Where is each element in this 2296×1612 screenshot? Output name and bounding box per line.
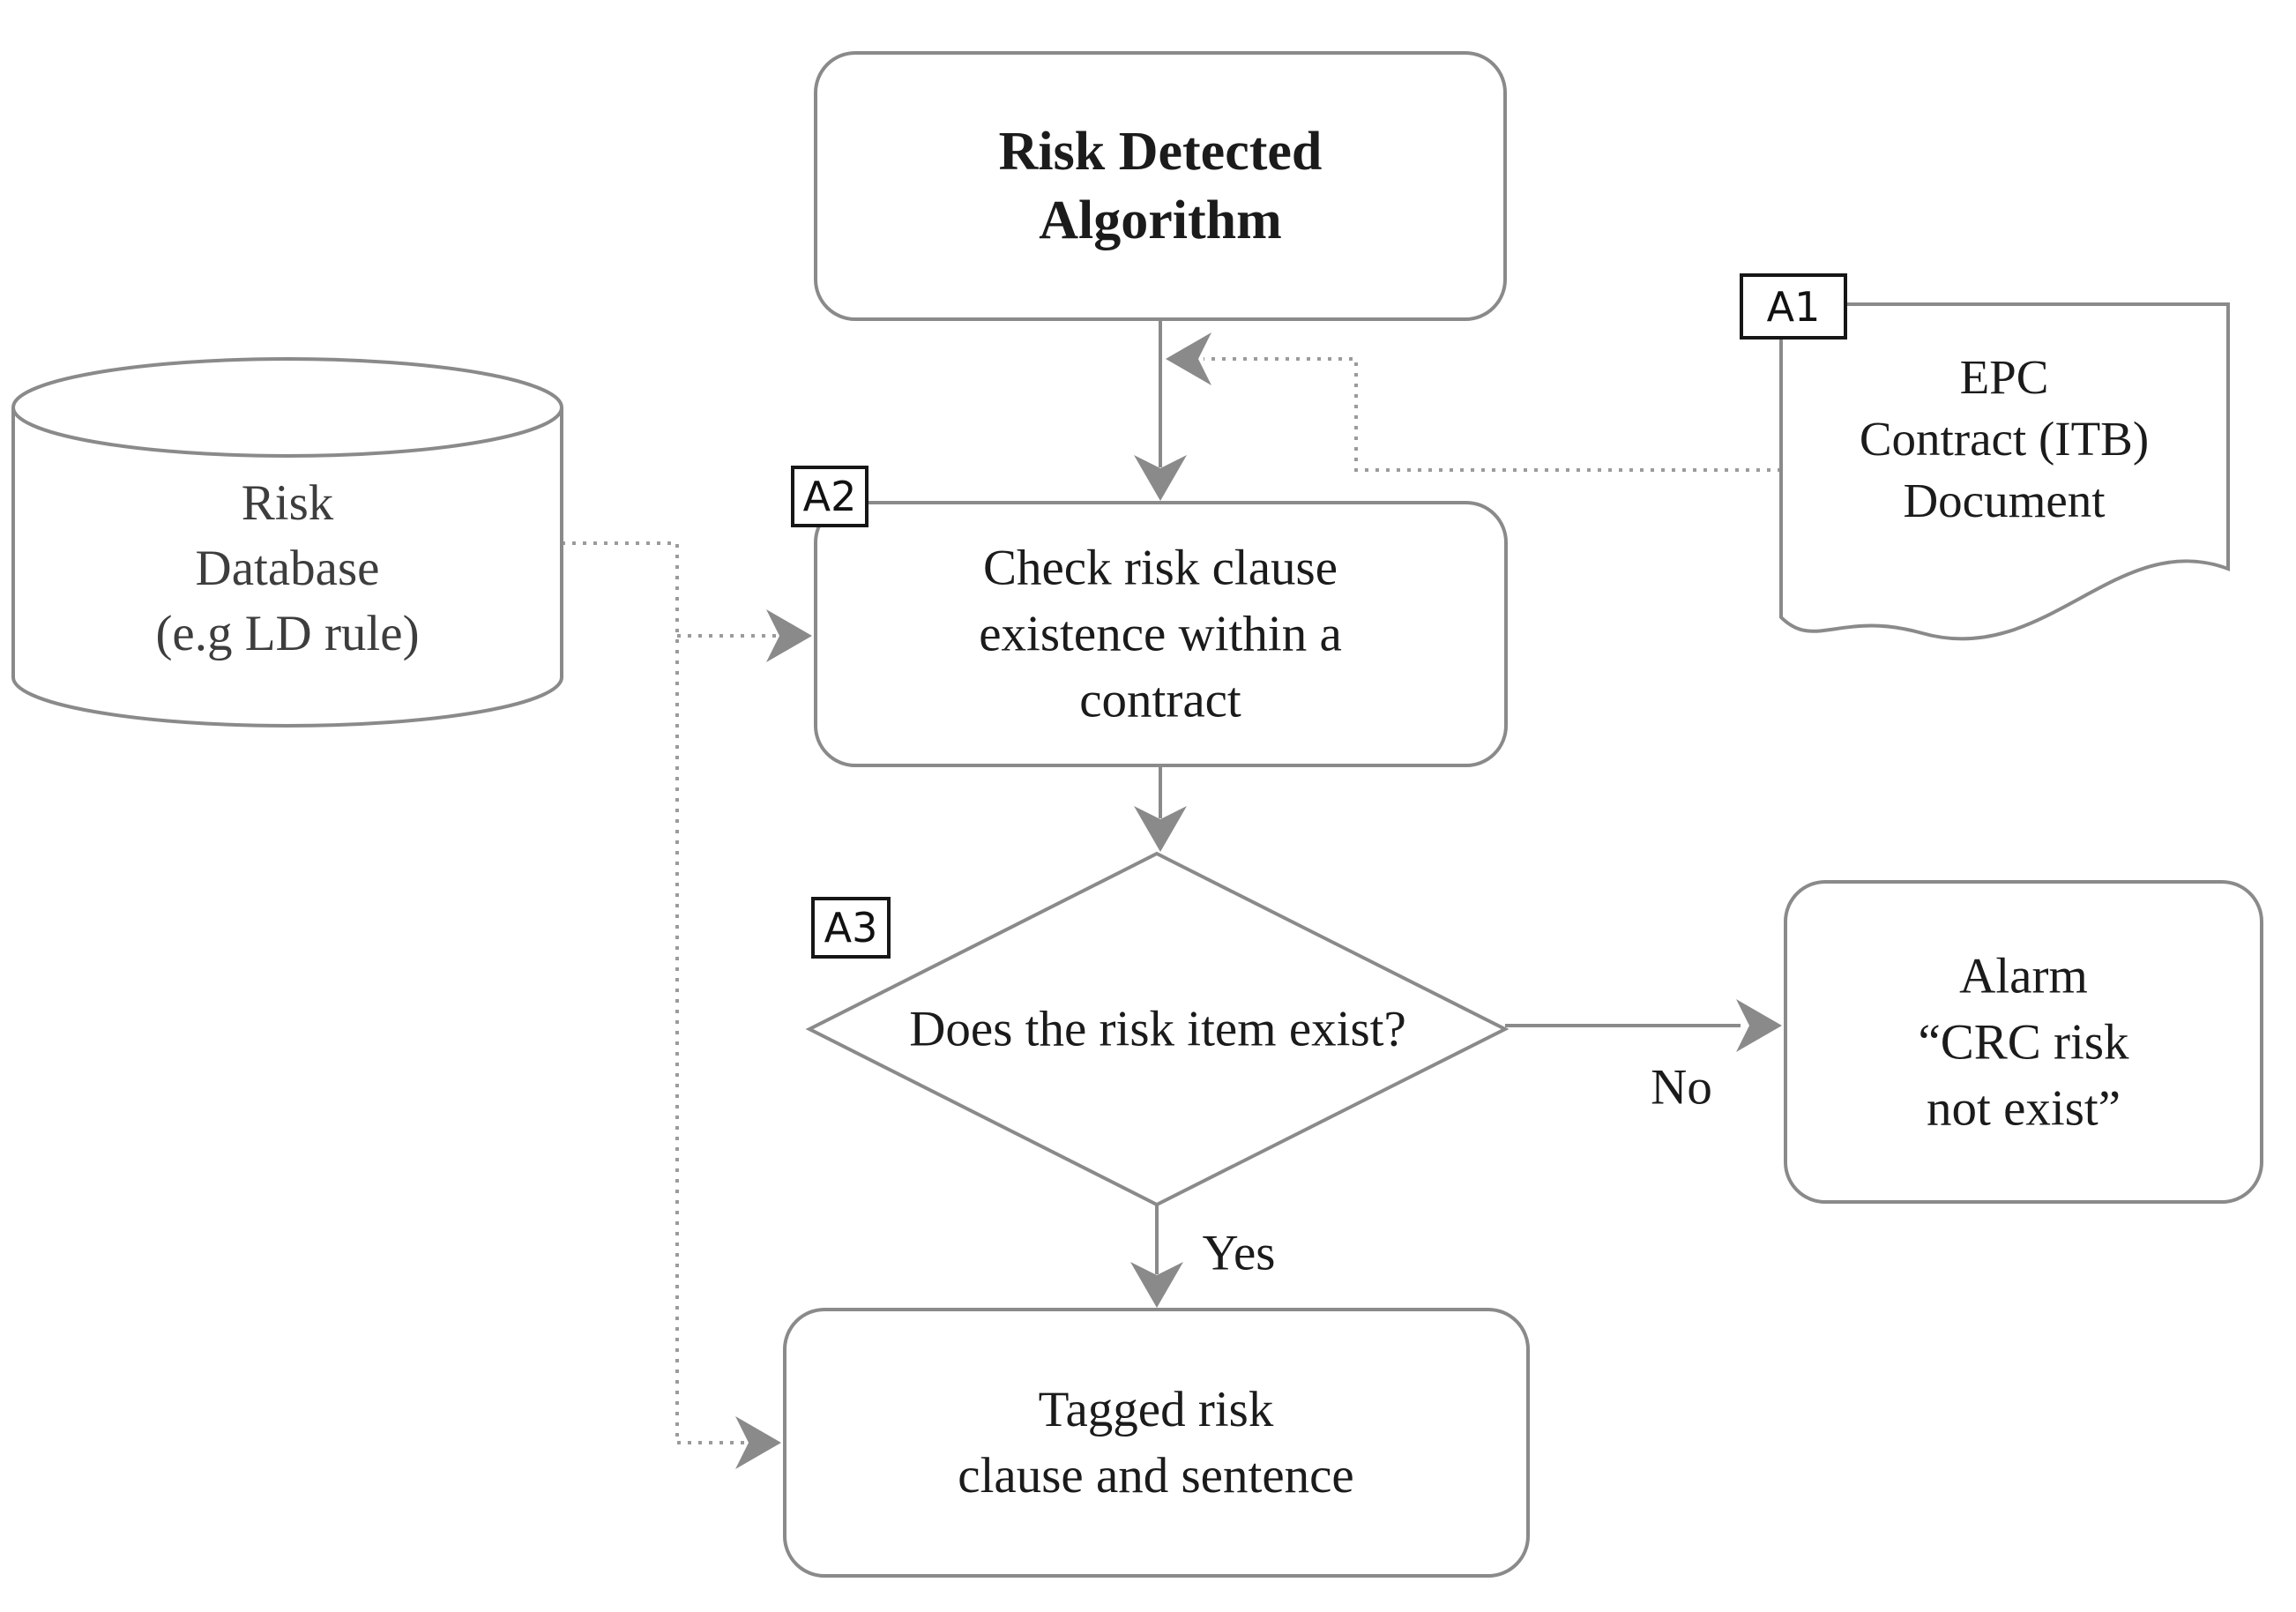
check-risk-clause-shape [814,501,1508,767]
risk-detected-algorithm-label: Risk Detected Algorithm [998,122,1323,250]
tag-a1: A1 [1740,273,1847,340]
epc-document-label: EPC Contract (ITB) Document [1859,350,2150,527]
alarm-label: Alarm “CRC risk not exist” [1918,948,2129,1137]
risk-database-cylinder-top [11,357,563,458]
arrowhead-down-into-check [1134,455,1187,501]
arrowhead-dotted-into-flow [1166,332,1211,385]
epc-document-shape [1779,302,2230,641]
risk-database-cylinder-body [11,407,563,728]
risk-database-label: Risk Database (e.g LD rule) [155,475,420,661]
arrowhead-down-into-decision [1134,806,1187,852]
arrowhead-down-into-tagged [1130,1262,1183,1308]
risk-detected-algorithm-shape [814,51,1507,321]
edge-label-yes: Yes [1202,1225,1276,1281]
tag-a3: A3 [811,897,891,959]
check-risk-clause-label: Check risk clause existence within a con… [979,540,1342,728]
tag-a2: A2 [791,466,868,527]
tagged-risk-label: Tagged risk clause and sentence [958,1382,1354,1504]
alarm-shape [1784,880,2263,1204]
arrowhead-dotted-into-tagged [735,1416,781,1469]
arrowhead-dotted-into-check [766,609,812,662]
dotted-connector-document-to-flow [1204,357,1781,472]
edge-label-no: No [1651,1059,1712,1116]
dotted-connector-database-trunk [562,541,679,1443]
arrowhead-right-into-alarm [1736,999,1782,1052]
decision-question-label: Does the risk item exist? [909,1001,1406,1057]
tagged-risk-shape [783,1308,1530,1578]
decision-diamond-shape [805,851,1510,1207]
